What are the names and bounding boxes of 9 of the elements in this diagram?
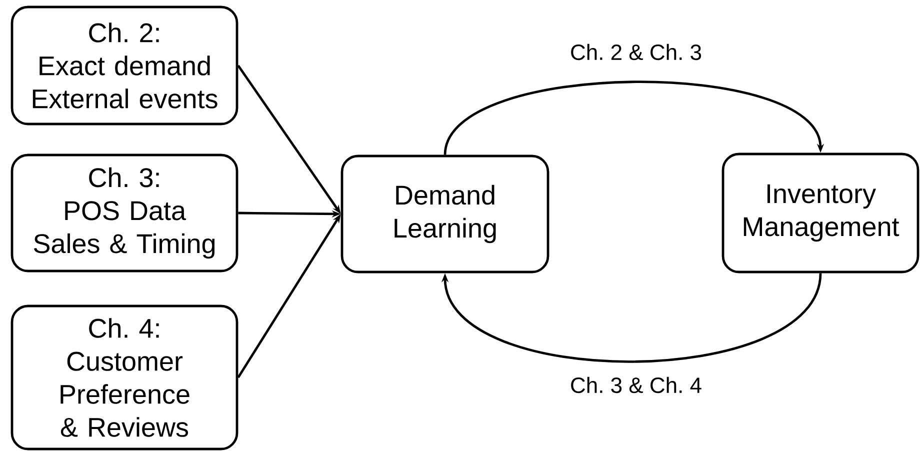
edge-label: Ch. 2 & Ch. 3: [568, 42, 704, 62]
edge-label: Ch. 3 & Ch. 4: [568, 374, 704, 396]
process-box: Ch. 4: Customer Preference & Reviews: [10, 304, 238, 450]
arrow: [441, 272, 822, 363]
process-box: Inventory Management: [722, 152, 920, 274]
process-box: Demand Learning: [340, 154, 550, 274]
arrow: [444, 80, 824, 156]
process-box: Ch. 2: Exact demand External events: [10, 6, 238, 126]
process-box: Ch. 3: POS Data Sales & Timing: [10, 154, 238, 272]
